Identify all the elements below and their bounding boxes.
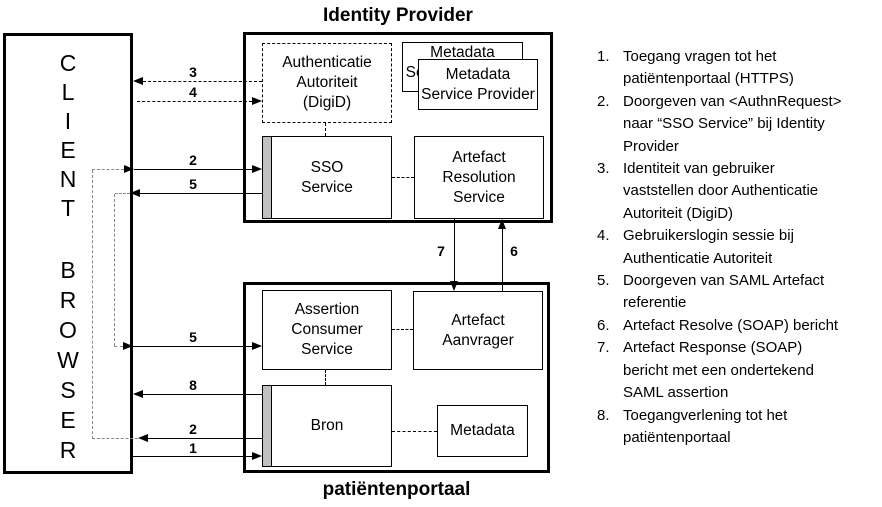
step-number: 8. bbox=[597, 406, 610, 424]
arrow-5-relay-bottom bbox=[114, 346, 123, 347]
arrow-5-bottom-line bbox=[133, 346, 252, 347]
arrow-8-line bbox=[143, 394, 262, 395]
arrow-8-number: 8 bbox=[189, 377, 197, 393]
step-item-2: 2. Doorgeven van <AuthnRequest> naar “SS… bbox=[597, 91, 882, 158]
arrow-2-top-number: 2 bbox=[189, 152, 197, 168]
arrow-2-top-line bbox=[134, 169, 252, 170]
arrow-4-number: 4 bbox=[189, 84, 197, 100]
step-text: Toegangverlening tot het patiëntenportaa… bbox=[623, 406, 788, 446]
arrow-2-relay-top bbox=[92, 169, 124, 170]
arrow-2-bottom-arrowhead bbox=[138, 434, 148, 442]
identity-provider-box bbox=[243, 32, 553, 223]
arrow-2-top-arrowhead bbox=[252, 165, 262, 173]
authenticatie-autoriteit-label: Authenticatie Autoriteit (DigiD) bbox=[282, 54, 372, 111]
arrow-1-line bbox=[133, 456, 252, 457]
step-text: Doorgeven van <AuthnRequest> naar “SSO S… bbox=[623, 92, 842, 155]
arrow-4-arrowhead bbox=[252, 97, 262, 105]
arrow-5-bottom-number: 5 bbox=[189, 329, 197, 345]
arrow-5-bottom-arrowhead bbox=[252, 342, 262, 350]
artefact-resolution-service-label: Artefact Resolution Service bbox=[442, 148, 516, 206]
connector-acs-aanvrager bbox=[392, 329, 413, 330]
arrow-2-bottom-line bbox=[148, 438, 262, 439]
step-number: 5. bbox=[597, 272, 610, 290]
arrow-7-line bbox=[454, 219, 455, 281]
artefact-aanvrager-box: Artefact Aanvrager bbox=[413, 291, 543, 370]
bron-component-bar bbox=[263, 386, 272, 466]
arrow-2-bottom-number: 2 bbox=[189, 421, 197, 437]
steps-list: 1. Toegang vragen tot het patiëntenporta… bbox=[597, 46, 882, 449]
step-text: Doorgeven van SAML Artefact referentie bbox=[623, 272, 825, 312]
portal-metadata-label: Metadata bbox=[450, 422, 515, 439]
patientenportaal-title: patiëntenportaal bbox=[322, 479, 471, 500]
step-number: 6. bbox=[597, 316, 610, 334]
connector-auth-sso bbox=[325, 123, 326, 136]
connector-bron-metadata bbox=[392, 431, 437, 432]
step-item-5: 5. Doorgeven van SAML Artefact referenti… bbox=[597, 270, 882, 315]
client-word-client: C L I E N T bbox=[59, 50, 77, 221]
step-text: Artefact Response (SOAP) bericht met een… bbox=[623, 339, 814, 402]
arrow-5-relay-vertical bbox=[114, 194, 115, 346]
step-text: Artefact Resolve (SOAP) bericht bbox=[623, 316, 839, 334]
step-item-3: 3. Identiteit van gebruiker vaststellen … bbox=[597, 158, 882, 225]
arrow-5-bottom-relay-arrowhead bbox=[123, 342, 133, 350]
arrow-3-number: 3 bbox=[189, 64, 197, 80]
step-number: 3. bbox=[597, 160, 610, 178]
connector-acs-bron bbox=[325, 370, 326, 385]
connector-sso-ars bbox=[392, 177, 414, 178]
identity-provider-title: Identity Provider bbox=[323, 5, 473, 26]
step-item-1: 1. Toegang vragen tot het patiëntenporta… bbox=[597, 46, 882, 91]
step-item-4: 4. Gebruikerslogin sessie bij Authentica… bbox=[597, 225, 882, 270]
sso-component-bar bbox=[263, 137, 272, 218]
metadata-service-provider-label: Metadata Service Provider bbox=[421, 65, 535, 103]
arrow-2-relay-bottom bbox=[92, 438, 138, 439]
metadata-service-provider-box: Metadata Service Provider bbox=[418, 59, 538, 110]
arrow-1-number: 1 bbox=[189, 440, 197, 456]
arrow-3-arrowhead bbox=[133, 77, 143, 85]
arrow-2-relay-vertical bbox=[92, 170, 93, 439]
bron-label: Bron bbox=[310, 417, 344, 434]
artefact-resolution-service-box: Artefact Resolution Service bbox=[414, 136, 544, 219]
arrow-3-line bbox=[143, 81, 262, 82]
assertion-consumer-service-label: Assertion Consumer Service bbox=[291, 301, 363, 358]
step-number: 4. bbox=[597, 227, 610, 245]
artefact-aanvrager-label: Artefact Aanvrager bbox=[442, 311, 514, 349]
assertion-consumer-service-box: Assertion Consumer Service bbox=[262, 290, 392, 370]
arrow-4-line bbox=[137, 101, 252, 102]
arrow-6-arrowhead bbox=[498, 219, 506, 229]
step-item-6: 6. Artefact Resolve (SOAP) bericht bbox=[597, 315, 882, 337]
arrow-2-relay-arrowhead bbox=[124, 165, 134, 173]
sso-service-label: SSO Service bbox=[301, 158, 353, 196]
arrow-6-line bbox=[502, 229, 503, 291]
arrow-5-top-arrowhead bbox=[130, 189, 140, 197]
step-number: 2. bbox=[597, 92, 610, 110]
arrow-8-arrowhead bbox=[133, 390, 143, 398]
patientenportaal-box bbox=[243, 282, 550, 473]
step-item-8: 8. Toegangverlening tot het patiëntenpor… bbox=[597, 405, 882, 450]
step-text: Identiteit van gebruiker vaststellen doo… bbox=[623, 160, 819, 222]
step-number: 1. bbox=[597, 48, 610, 65]
step-text: Toegang vragen tot het patiëntenportaal … bbox=[623, 48, 794, 88]
client-word-browser: B R O W S E R bbox=[57, 257, 79, 463]
step-number: 7. bbox=[597, 339, 610, 357]
arrow-7-number: 7 bbox=[437, 243, 445, 259]
arrow-1-arrowhead bbox=[252, 452, 262, 460]
step-item-7: 7. Artefact Response (SOAP) bericht met … bbox=[597, 337, 882, 404]
sso-service-box: SSO Service bbox=[262, 136, 392, 219]
arrow-7-arrowhead bbox=[450, 281, 458, 291]
authenticatie-autoriteit-box: Authenticatie Autoriteit (DigiD) bbox=[262, 43, 392, 123]
arrow-6-number: 6 bbox=[510, 243, 518, 259]
portal-metadata-box: Metadata bbox=[437, 405, 528, 457]
step-text: Gebruikerslogin sessie bij Authenticatie… bbox=[623, 227, 794, 267]
client-browser-box bbox=[3, 33, 133, 474]
bron-box: Bron bbox=[262, 385, 392, 467]
arrow-5-relay-top bbox=[115, 193, 130, 194]
arrow-5-top-line bbox=[140, 193, 262, 194]
arrow-5-top-number: 5 bbox=[189, 176, 197, 192]
